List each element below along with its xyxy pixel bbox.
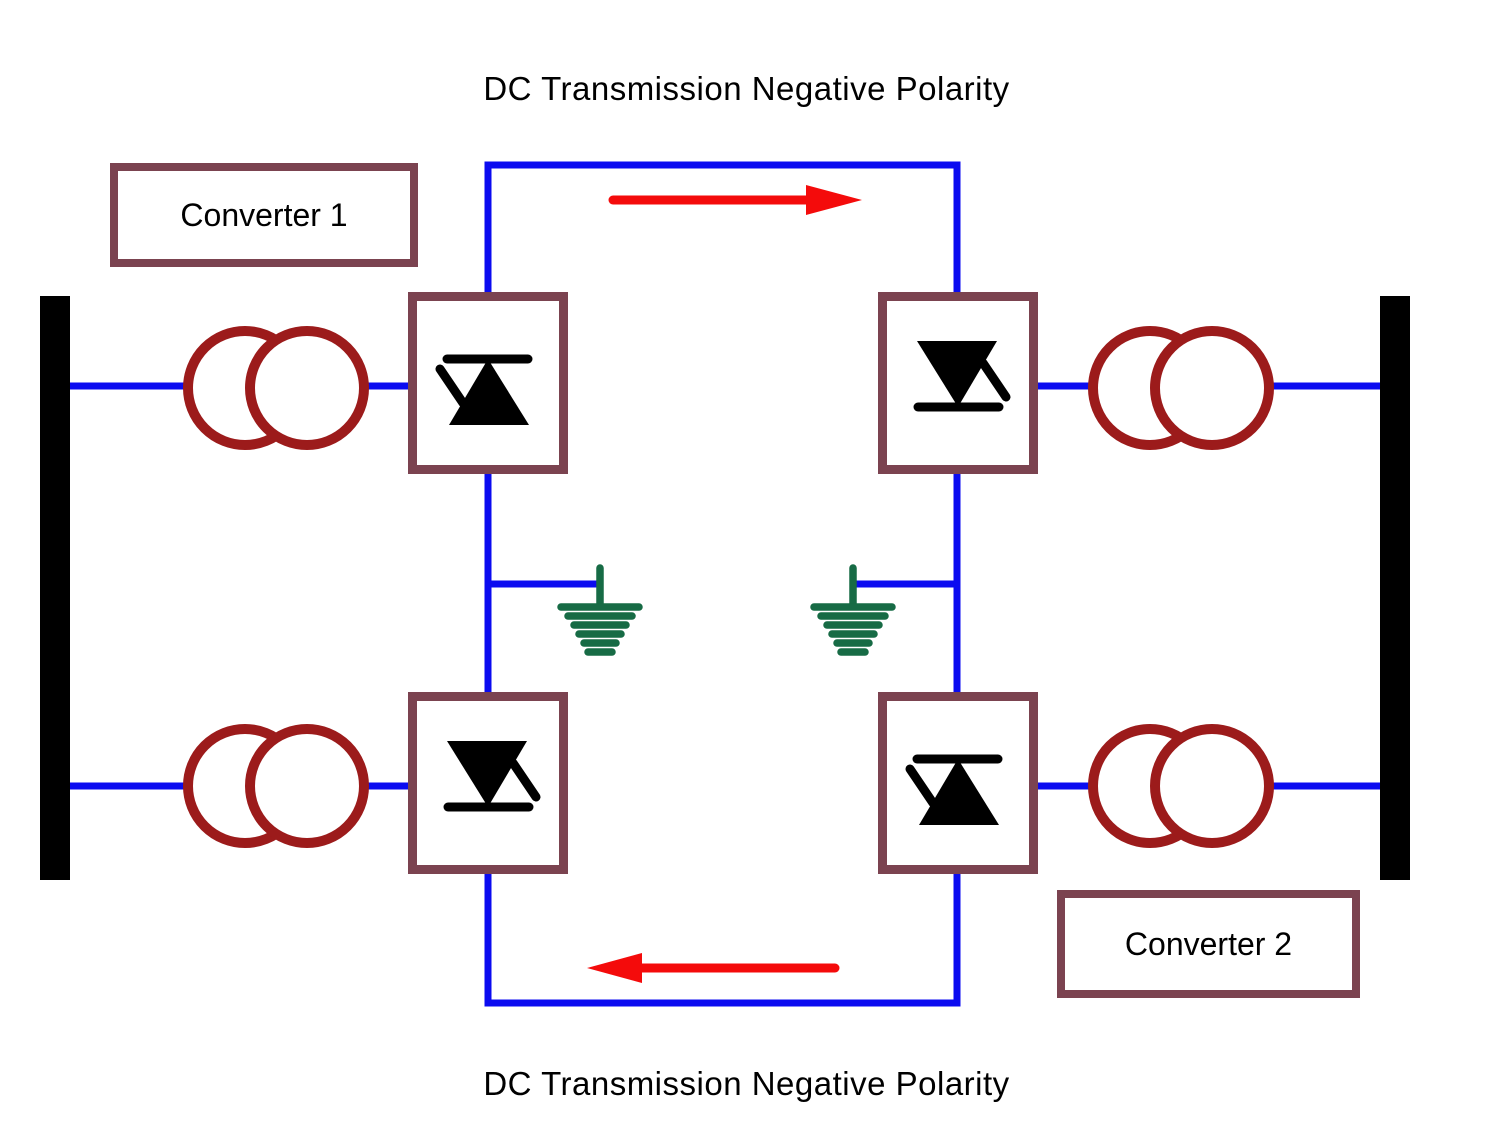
converter2-label-box: Converter 2: [1057, 890, 1360, 998]
transformer-icon: [183, 326, 369, 450]
ac-busbar-right: [1380, 296, 1410, 880]
valve-box-upper-left: [408, 292, 568, 474]
transformer-icon: [183, 724, 369, 848]
converter2-label: Converter 2: [1124, 925, 1293, 962]
ac-busbar-left: [40, 296, 70, 880]
transformer-icon: [1088, 326, 1274, 450]
transformer-icon: [1088, 724, 1274, 848]
converter1-label-box: Converter 1: [110, 163, 418, 267]
power-flow-arrow-right-icon: [608, 185, 862, 215]
title-bottom: DC Transmission Negative Polarity: [483, 1065, 1010, 1102]
dc-line-bottom: [484, 871, 961, 1007]
title-top: DC Transmission Negative Polarity: [483, 70, 1010, 107]
valve-box-lower-left: [408, 692, 568, 874]
converter1-label: Converter 1: [180, 196, 348, 233]
power-flow-arrow-left-icon: [587, 953, 840, 983]
dc-line-top: [484, 161, 961, 296]
